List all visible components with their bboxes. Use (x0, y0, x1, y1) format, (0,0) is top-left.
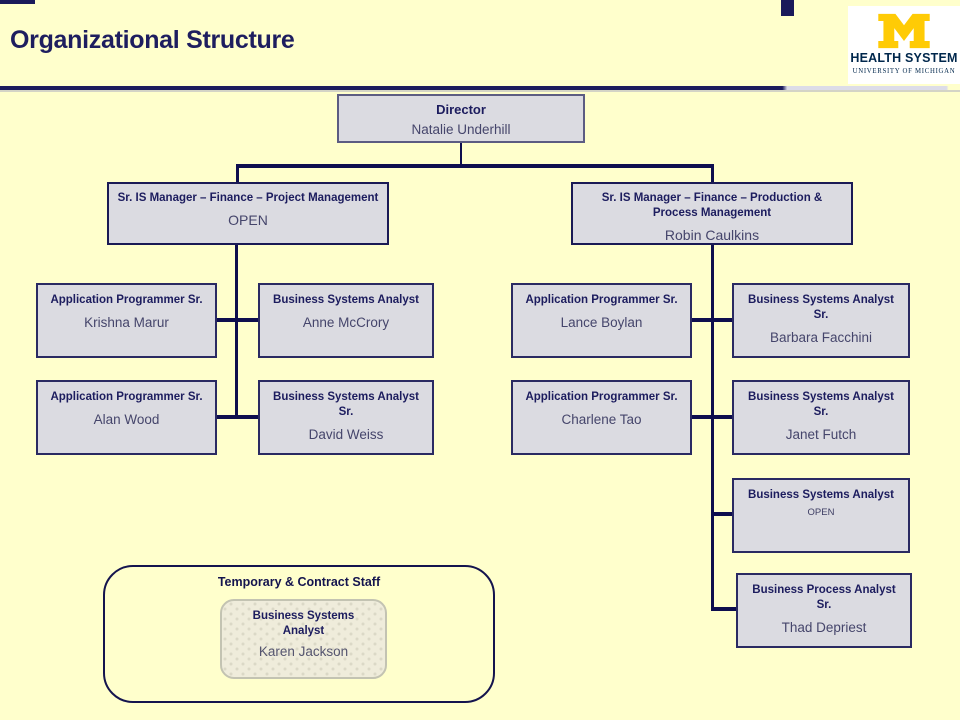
person-name: Lance Boylan (560, 314, 643, 330)
connector-to-right-manager (711, 164, 714, 182)
person-name: OPEN (807, 506, 835, 518)
org-box-manager-production: Sr. IS Manager – Finance – Production & … (571, 182, 853, 245)
person-name: Karen Jackson (258, 643, 349, 659)
connector-left-stub-row1 (217, 318, 258, 322)
person-name: Anne McCrory (302, 314, 390, 330)
org-box-charlene-tao: Application Programmer Sr. Charlene Tao (511, 380, 692, 455)
connector-right-stub-row3 (711, 512, 732, 516)
role-label: Application Programmer Sr. (50, 294, 203, 306)
org-box-bsa-open: Business Systems Analyst OPEN (732, 478, 910, 553)
connector-right-stub-row2 (692, 415, 732, 419)
person-name: Natalie Underhill (411, 121, 511, 137)
top-edge-accent-left (0, 0, 35, 4)
role-label: Director (436, 102, 486, 117)
logo-university-label: UNIVERSITY OF MICHIGAN (852, 67, 956, 75)
role-label: Business Systems Analyst Sr. (273, 391, 419, 418)
connector-left-stub-row2 (217, 415, 258, 419)
person-name: Robin Caulkins (664, 226, 760, 243)
org-box-anne-mccrory: Business Systems Analyst Anne McCrory (258, 283, 434, 358)
connector-director-drop (460, 143, 462, 166)
role-label: Business Systems Analyst (252, 610, 355, 637)
role-label: Business Systems Analyst Sr. (748, 391, 894, 418)
umich-health-system-logo: HEALTH SYSTEM UNIVERSITY OF MICHIGAN (848, 6, 960, 84)
role-label: Business Systems Analyst (748, 489, 894, 501)
person-name: Krishna Marur (84, 314, 169, 330)
role-label: Application Programmer Sr. (525, 294, 678, 306)
role-label: Sr. IS Manager – Finance – Production & … (601, 192, 823, 219)
role-label: Business Systems Analyst Sr. (748, 294, 894, 321)
person-name: Janet Futch (785, 426, 857, 442)
temporary-contract-staff-group: Temporary & Contract Staff Business Syst… (103, 565, 495, 703)
connector-to-left-manager (236, 164, 239, 182)
connector-main-horizontal (236, 164, 714, 168)
connector-right-trunk (711, 245, 714, 611)
person-name: Barbara Facchini (769, 329, 873, 345)
block-m-icon (878, 13, 930, 49)
org-box-karen-jackson: Business Systems Analyst Karen Jackson (220, 599, 387, 679)
person-name: OPEN (228, 211, 268, 228)
top-edge-accent-square (781, 0, 794, 16)
person-name: Thad Depriest (781, 619, 867, 635)
org-box-director: Director Natalie Underhill (337, 94, 585, 143)
person-name: Alan Wood (93, 411, 160, 427)
role-label: Sr. IS Manager – Finance – Project Manag… (117, 192, 379, 204)
page-title: Organizational Structure (10, 26, 295, 54)
org-box-janet-futch: Business Systems Analyst Sr. Janet Futch (732, 380, 910, 455)
org-box-barbara-facchini: Business Systems Analyst Sr. Barbara Fac… (732, 283, 910, 358)
group-title: Temporary & Contract Staff (217, 575, 381, 589)
connector-right-stub-row1 (692, 318, 732, 322)
connector-right-stub-row4 (711, 607, 736, 611)
org-box-lance-boylan: Application Programmer Sr. Lance Boylan (511, 283, 692, 358)
connector-left-trunk (235, 245, 238, 419)
role-label: Business Systems Analyst (273, 294, 419, 306)
org-box-krishna-marur: Application Programmer Sr. Krishna Marur (36, 283, 217, 358)
person-name: Charlene Tao (561, 411, 642, 427)
person-name: David Weiss (308, 426, 384, 442)
title-underline (0, 86, 960, 90)
org-box-manager-project: Sr. IS Manager – Finance – Project Manag… (107, 182, 389, 245)
role-label: Application Programmer Sr. (525, 391, 678, 403)
role-label: Business Process Analyst Sr. (752, 584, 896, 611)
org-box-david-weiss: Business Systems Analyst Sr. David Weiss (258, 380, 434, 455)
logo-health-system-label: HEALTH SYSTEM (850, 51, 958, 65)
role-label: Application Programmer Sr. (50, 391, 203, 403)
org-box-alan-wood: Application Programmer Sr. Alan Wood (36, 380, 217, 455)
org-box-thad-depriest: Business Process Analyst Sr. Thad Deprie… (736, 573, 912, 648)
